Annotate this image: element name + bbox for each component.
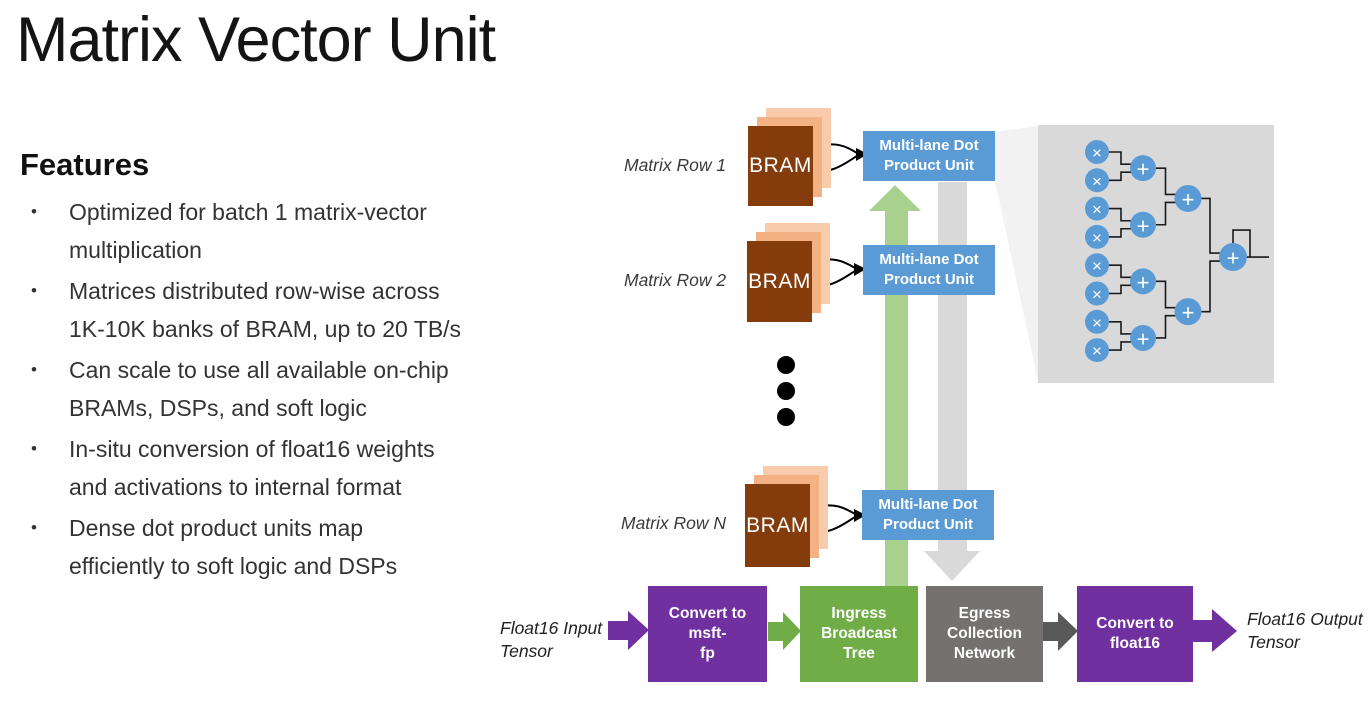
stage-convert-to-float16: Convert to float16 xyxy=(1077,586,1193,682)
bullet-icon: • xyxy=(31,202,37,221)
bram-label: BRAM xyxy=(746,513,809,537)
bullet-icon: • xyxy=(31,518,37,537)
node-symbol: × xyxy=(1092,342,1102,361)
multiplier-node-icon xyxy=(1085,168,1109,193)
matrix-row-1-label: Matrix Row 1 xyxy=(624,155,727,175)
node-symbol: + xyxy=(1227,246,1240,271)
multiplier-node-icon xyxy=(1085,253,1109,278)
dot-product-unit-row2: Multi-lane Dot Product Unit xyxy=(863,245,995,295)
multiplier-node-icon xyxy=(1085,281,1109,306)
adder-node-icon xyxy=(1130,324,1156,351)
dot-product-unit-row1: Multi-lane Dot Product Unit xyxy=(863,131,995,181)
adder-tree: × × × × × × × × + + + + + + + xyxy=(1085,140,1269,363)
bullet-icon: • xyxy=(31,360,37,379)
feature-bullet: •Dense dot product units map efficiently… xyxy=(24,509,584,585)
node-symbol: × xyxy=(1092,257,1102,276)
zoom-callout-wedge xyxy=(995,126,1038,381)
feature-bullet: •Can scale to use all available on-chip … xyxy=(24,351,584,427)
adder-node-icon xyxy=(1174,184,1202,212)
bram-label: BRAM xyxy=(749,154,812,177)
node-symbol: + xyxy=(1137,157,1150,182)
tree-wire xyxy=(1109,227,1143,238)
bram-stack-rowN: BRAM xyxy=(745,466,828,567)
adder-node-icon xyxy=(1130,268,1156,295)
tree-wire xyxy=(1156,314,1188,339)
bram-stack-row1: BRAM xyxy=(748,108,831,206)
tree-wire xyxy=(1201,260,1233,313)
bullet-icon: • xyxy=(31,281,37,300)
tree-wire xyxy=(1156,167,1188,196)
tree-wire xyxy=(1201,197,1233,254)
matrix-row-n-label: Matrix Row N xyxy=(621,513,727,533)
adder-node-icon xyxy=(1219,243,1247,272)
feature-bullet: •Matrices distributed row-wise across 1K… xyxy=(24,272,584,348)
stage-ingress-broadcast-tree: Ingress Broadcast Tree xyxy=(800,586,918,682)
tree-wire xyxy=(1109,321,1143,335)
tree-wire xyxy=(1109,284,1143,295)
ellipsis-dot xyxy=(777,382,795,400)
multiplier-node-icon xyxy=(1085,196,1109,221)
node-symbol: × xyxy=(1092,144,1102,163)
bram-label: BRAM xyxy=(748,269,811,293)
dot-product-unit-rowN: Multi-lane Dot Product Unit xyxy=(862,490,994,540)
bram-block: BRAM xyxy=(747,241,812,322)
features-heading: Features xyxy=(20,147,150,182)
to-ingress-arrow xyxy=(768,612,801,650)
features-list: •Optimized for batch 1 matrix-vector mul… xyxy=(24,193,584,588)
node-symbol: × xyxy=(1092,200,1102,219)
node-symbol: × xyxy=(1092,228,1102,247)
feature-bullet: •In-situ conversion of float16 weights a… xyxy=(24,430,584,506)
node-symbol: × xyxy=(1092,172,1102,191)
tree-wire xyxy=(1232,229,1251,258)
ellipsis-dots xyxy=(777,356,795,426)
multiplier-node-icon xyxy=(1085,140,1109,164)
float16-output-tensor-label: Float16 Output Tensor xyxy=(1247,609,1363,653)
multiplier-node-icon xyxy=(1085,309,1109,334)
bram-block: BRAM xyxy=(748,126,813,206)
node-symbol: + xyxy=(1137,326,1150,351)
tree-wire xyxy=(1109,171,1143,182)
tree-wire xyxy=(1109,264,1143,279)
dot-product-detail-panel xyxy=(1038,125,1274,383)
bram-block: BRAM xyxy=(745,484,810,567)
to-convert-arrow xyxy=(1043,612,1078,651)
stage-egress-collection-network: Egress Collection Network xyxy=(926,586,1043,682)
adder-node-icon xyxy=(1130,211,1156,238)
output-tensor-arrow xyxy=(1193,609,1237,652)
tree-wire xyxy=(1109,341,1143,351)
adder-node-icon xyxy=(1130,155,1156,182)
ellipsis-dot xyxy=(777,408,795,426)
node-symbol: + xyxy=(1182,300,1195,325)
node-symbol: + xyxy=(1137,270,1150,295)
tree-wire xyxy=(1156,201,1188,226)
bram-stack-row2: BRAM xyxy=(747,223,830,322)
ellipsis-dot xyxy=(777,356,795,374)
node-symbol: + xyxy=(1182,187,1195,212)
node-symbol: × xyxy=(1092,313,1102,332)
node-symbol: + xyxy=(1137,213,1150,238)
multiplier-node-icon xyxy=(1085,224,1109,249)
tree-wire xyxy=(1109,151,1143,165)
bullet-icon: • xyxy=(31,439,37,458)
tree-wire xyxy=(1109,207,1143,222)
stage-convert-to-msft-fp: Convert to msft- fp xyxy=(648,586,767,682)
slide-title: Matrix Vector Unit xyxy=(16,5,496,75)
feature-bullet: •Optimized for batch 1 matrix-vector mul… xyxy=(24,193,584,269)
float16-input-tensor-label: Float16 Input Tensor xyxy=(500,618,603,662)
node-symbol: × xyxy=(1092,285,1102,304)
adder-node-icon xyxy=(1174,298,1202,326)
multiplier-node-icon xyxy=(1085,338,1109,363)
matrix-row-2-label: Matrix Row 2 xyxy=(624,270,727,290)
tree-wire xyxy=(1156,280,1188,309)
input-tensor-arrow xyxy=(608,611,649,650)
